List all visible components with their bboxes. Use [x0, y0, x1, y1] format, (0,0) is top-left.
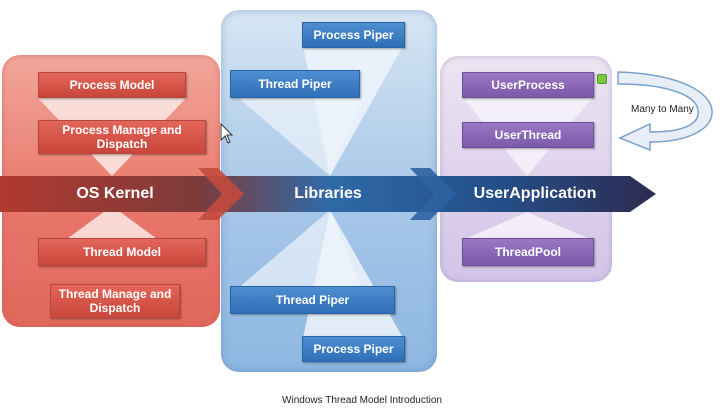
- process-piper-top-box: Process Piper: [302, 22, 405, 48]
- connector-handle-icon: [597, 74, 607, 84]
- user-application-label: UserApplication: [473, 185, 597, 202]
- many-to-many-label: Many to Many: [631, 104, 694, 115]
- diagram-caption: Windows Thread Model Introduction: [282, 395, 442, 406]
- process-model-box: Process Model: [38, 72, 186, 98]
- app-bottom-funnel: [463, 212, 592, 240]
- thread-model-box: Thread Model: [38, 238, 206, 266]
- many-to-many-arrow: [617, 71, 713, 152]
- process-manage-dispatch-box: Process Manage and Dispatch: [38, 120, 206, 154]
- thread-manage-dispatch-box: Thread Manage and Dispatch: [50, 284, 180, 318]
- layer-arrow: [0, 176, 656, 212]
- libraries-label: Libraries: [294, 185, 362, 202]
- os-kernel-label: OS Kernel: [76, 185, 154, 202]
- lib-top-funnel-2: [236, 96, 362, 176]
- cursor-icon: [220, 122, 234, 144]
- arrow-chevron-2: [410, 168, 456, 220]
- arrow-chevron-1: [198, 168, 244, 220]
- user-process-box: UserProcess: [462, 72, 594, 98]
- thread-piper-bottom-box: Thread Piper: [230, 286, 395, 314]
- thread-pool-box: ThreadPool: [462, 238, 594, 266]
- user-thread-box: UserThread: [462, 122, 594, 148]
- process-piper-bottom-box: Process Piper: [302, 336, 405, 362]
- thread-piper-top-box: Thread Piper: [230, 70, 360, 98]
